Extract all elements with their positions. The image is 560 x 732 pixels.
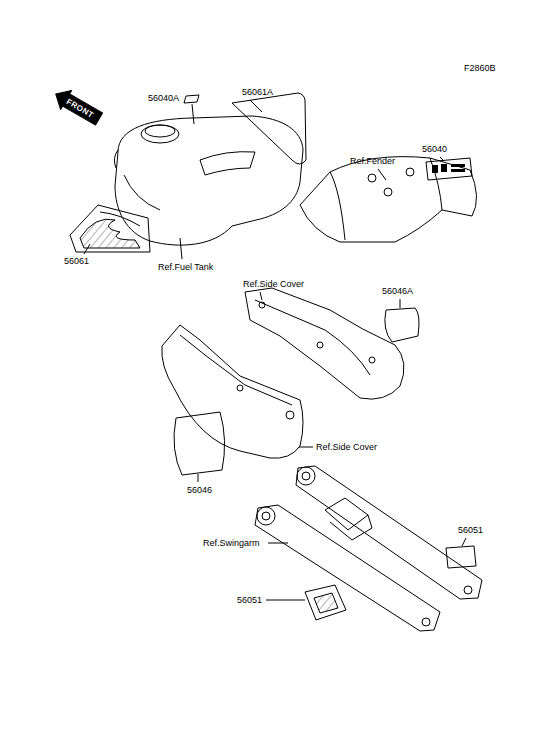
decal (70, 205, 150, 252)
part-number: 56061 (64, 256, 89, 267)
reference-label: Ref.Fuel Tank (158, 262, 213, 273)
rear-fender (300, 157, 477, 242)
decal (174, 412, 225, 475)
part-number: 56040 (422, 144, 447, 155)
front-indicator: FRONT (64, 96, 96, 121)
decal (446, 546, 476, 568)
front-arrow (50, 84, 104, 128)
reference-label: Ref.Side Cover (243, 279, 304, 290)
reference-label: Ref.Side Cover (316, 442, 377, 453)
reference-label: Ref.Swingarm (203, 538, 260, 549)
decal (232, 93, 306, 164)
part-number: 56040A (148, 93, 179, 104)
decal (385, 308, 419, 342)
part-number: 56061A (242, 87, 273, 98)
figure-code: F2860B (464, 63, 496, 74)
decal (305, 585, 346, 620)
decal (426, 158, 472, 180)
fuel-tank (114, 116, 303, 245)
side-cover (162, 325, 303, 458)
reference-label: Ref.Fender (350, 156, 395, 167)
leader-line (84, 100, 466, 600)
part-number: 56051 (237, 595, 262, 606)
swingarm (255, 466, 482, 631)
side-cover (245, 288, 404, 399)
decal (184, 95, 199, 103)
part-number: 56046A (382, 286, 413, 297)
part-number: 56046 (187, 485, 212, 496)
part-number: 56051 (458, 525, 483, 536)
